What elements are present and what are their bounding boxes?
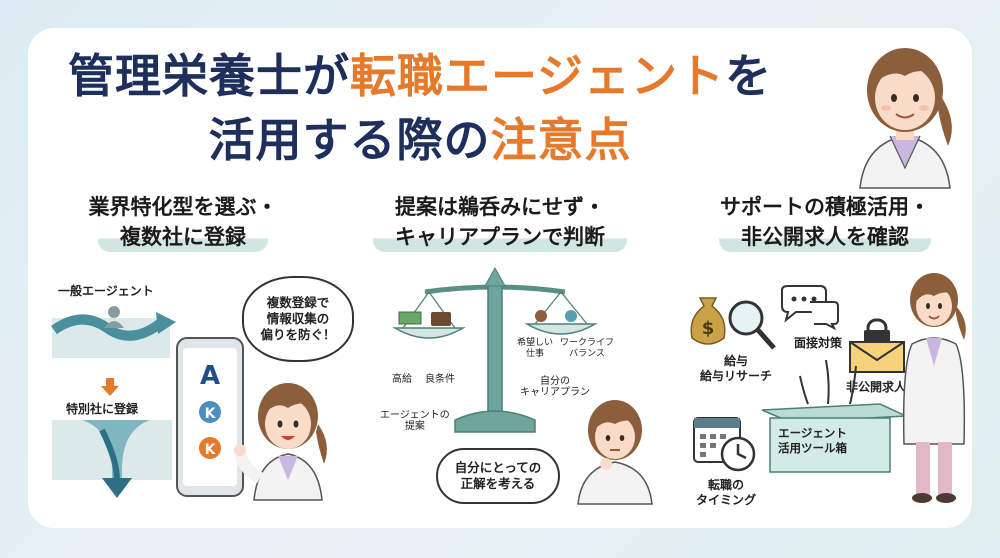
envelope-lock-icon — [849, 318, 905, 373]
heading-line: 業界特化型を選ぶ・ — [88, 195, 278, 219]
job-change-timing-label: 転職の タイミング — [696, 478, 757, 507]
heading-line: サポートの積極活用・ — [720, 195, 930, 219]
column-1-heading: 業界特化型を選ぶ・ 複数社に登録 — [58, 192, 308, 252]
svg-text:$: $ — [702, 318, 715, 339]
desired-job-label: 希望しい 仕事 — [517, 338, 554, 359]
heading-line: キャリアプランで判断 — [373, 222, 627, 252]
salary-research-label: 給与 給与リサーチ — [700, 354, 773, 383]
money-bag-magnifier-icon: $ — [690, 297, 776, 350]
nutritionist-pointing-illustration — [234, 383, 327, 501]
title-accent: 注意点 — [490, 113, 632, 167]
nutritionist-thinking-illustration — [577, 400, 653, 505]
toolbox-label: エージェント 活用ツール箱 — [778, 426, 847, 455]
nutritionist-standing-illustration — [902, 273, 966, 503]
think-answer-speech-bubble: 自分にとっての 正解を考える — [436, 448, 560, 504]
title-line-2: 活用する際の注意点 — [40, 104, 800, 170]
general-agent-wave — [51, 306, 176, 358]
tablet-illustration: A K K — [176, 337, 244, 497]
special-agent-label: 特別社に登録 — [66, 402, 139, 416]
down-arrow-icon — [101, 378, 119, 396]
heading-line: 複数社に登録 — [98, 222, 268, 252]
good-conditions-label: 良条件 — [425, 374, 455, 385]
interview-prep-label: 面接対策 — [794, 336, 843, 350]
multi-register-speech-bubble: 複数登録で 情報収集の 偏りを防ぐ！ — [242, 276, 354, 362]
calendar-clock-icon — [693, 417, 756, 472]
svg-text:K: K — [205, 406, 217, 422]
high-salary-label: 高給 — [392, 374, 412, 385]
heading-line: 非公開求人を確認 — [719, 222, 931, 252]
own-career-plan-caption: 自分の キャリアプラン — [520, 376, 590, 398]
svg-text:K: K — [205, 442, 217, 458]
title-text: を — [725, 49, 773, 103]
column-2-heading: 提案は鵜呑みにせず・ キャリアプランで判断 — [355, 192, 645, 252]
svg-text:A: A — [200, 361, 220, 391]
balance-scale-illustration — [392, 266, 598, 433]
title-accent: 転職エージェント — [349, 49, 726, 103]
title-text: 管理栄養士が — [67, 49, 350, 103]
general-agent-label: 一般エージェント — [58, 284, 154, 298]
work-life-balance-label: ワークライフ バランス — [560, 338, 615, 359]
nutritionist-illustration-top — [859, 48, 952, 189]
column-3-heading: サポートの積極活用・ 非公開求人を確認 — [690, 192, 960, 252]
heading-line: 提案は鵜呑みにせず・ — [395, 195, 605, 219]
agent-proposal-caption: エージェントの 提案 — [380, 410, 450, 432]
toolbox-illustration — [761, 359, 907, 473]
title-text: 活用する際の — [208, 113, 491, 167]
special-agent-funnel — [52, 420, 172, 498]
chat-bubbles-icon — [781, 285, 839, 331]
private-listings-label: 非公開求人 — [846, 380, 907, 394]
title-line-1: 管理栄養士が転職エージェントを — [40, 40, 800, 106]
